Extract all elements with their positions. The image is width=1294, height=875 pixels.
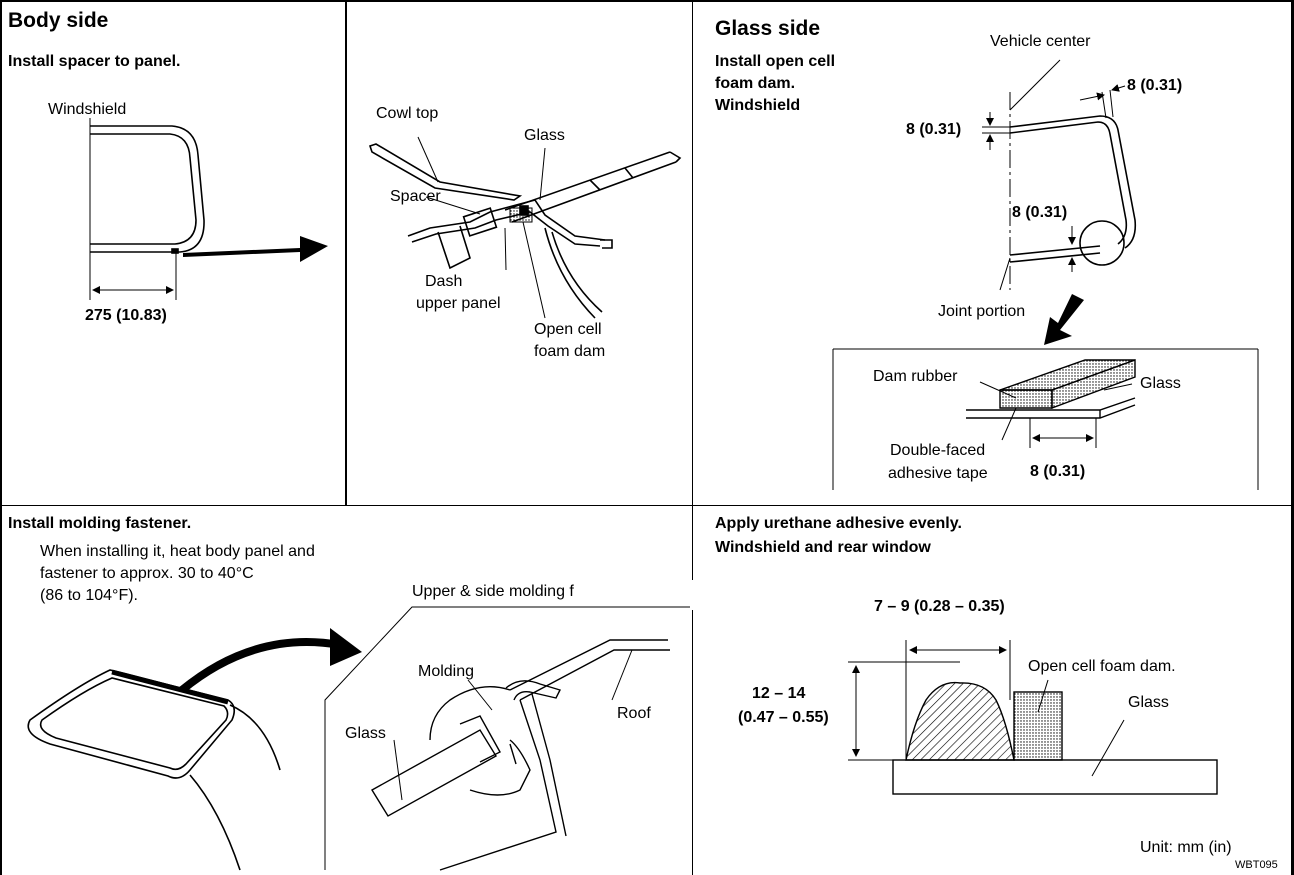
dam-rubber-label: Dam rubber xyxy=(873,368,958,385)
figure-code: WBT095 xyxy=(1235,859,1278,871)
tape-label-1: Double-faced xyxy=(890,442,986,459)
joint-portion-label: Joint portion xyxy=(938,303,1026,320)
molding-title: Install molding fastener. xyxy=(8,515,192,532)
urethane-title-1: Apply urethane adhesive evenly. xyxy=(715,515,962,532)
foam-label-1: Open cell xyxy=(534,321,602,338)
dam-rubber-detail xyxy=(832,348,1259,490)
height-dim-2: (0.47 – 0.55) xyxy=(738,709,829,726)
curved-arrow xyxy=(179,638,341,694)
body-side-heading: Body side xyxy=(8,9,109,32)
dim-top-left: 8 (0.31) xyxy=(906,121,962,138)
roof-label: Roof xyxy=(617,705,651,722)
glass-side-drawing xyxy=(982,59,1137,291)
height-dim-1: 12 – 14 xyxy=(752,685,806,702)
glass-instruction-1: Install open cell xyxy=(715,53,836,70)
divider-v-mid-bottom xyxy=(692,610,693,875)
foam-label-2: foam dam xyxy=(534,343,606,360)
detail-glass-label: Glass xyxy=(1140,375,1181,392)
molding-note-1: When installing it, heat body panel and xyxy=(40,543,315,560)
frame-top xyxy=(0,0,1294,2)
dim-top-right: 8 (0.31) xyxy=(1127,77,1183,94)
divider-horizontal xyxy=(0,505,1294,506)
windshield-label: Windshield xyxy=(48,101,127,118)
dim-joint: 8 (0.31) xyxy=(1012,204,1068,221)
car-windshield-drawing xyxy=(27,669,281,871)
body-windshield-drawing xyxy=(89,118,205,300)
cowl-glass-label: Glass xyxy=(524,127,565,144)
glass-side-heading: Glass side xyxy=(715,17,821,40)
glass-instruction-3: Windshield xyxy=(715,97,801,114)
dash-label-1: Dash xyxy=(425,273,463,290)
divider-v-mid-top xyxy=(692,0,693,580)
dim-detail: 8 (0.31) xyxy=(1030,463,1086,480)
tape-label-2: adhesive tape xyxy=(888,465,988,482)
molding-detail-drawing xyxy=(324,606,690,871)
glass-instruction-2: foam dam. xyxy=(715,75,796,92)
molding-glass-label: Glass xyxy=(345,725,386,742)
cowl-top-label: Cowl top xyxy=(376,105,439,122)
urethane-glass-label: Glass xyxy=(1128,694,1169,711)
width-dim-label: 7 – 9 (0.28 – 0.35) xyxy=(874,598,1005,615)
frame-right xyxy=(1291,0,1294,875)
molding-label: Molding xyxy=(418,663,475,680)
foam-dam-label: Open cell foam dam. xyxy=(1028,658,1176,675)
cowl-section-drawing xyxy=(368,136,682,319)
molding-note-2: fastener to approx. 30 to 40°C xyxy=(40,565,254,582)
unit-label: Unit: mm (in) xyxy=(1140,839,1232,856)
urethane-section-drawing xyxy=(848,640,1218,795)
vehicle-center-label: Vehicle center xyxy=(990,33,1091,50)
big-arrow-down xyxy=(1044,294,1084,345)
body-side-instruction: Install spacer to panel. xyxy=(8,53,181,70)
dash-label-2: upper panel xyxy=(416,295,501,312)
molding-detail-title: Upper & side molding f xyxy=(412,583,574,600)
big-arrow-right xyxy=(183,236,328,262)
molding-note-3: (86 to 104°F). xyxy=(40,587,138,604)
body-dimension-label: 275 (10.83) xyxy=(85,307,167,324)
frame-left xyxy=(0,0,2,875)
urethane-title-2: Windshield and rear window xyxy=(715,539,931,556)
spacer-label: Spacer xyxy=(390,188,441,205)
divider-v-left xyxy=(345,0,347,506)
